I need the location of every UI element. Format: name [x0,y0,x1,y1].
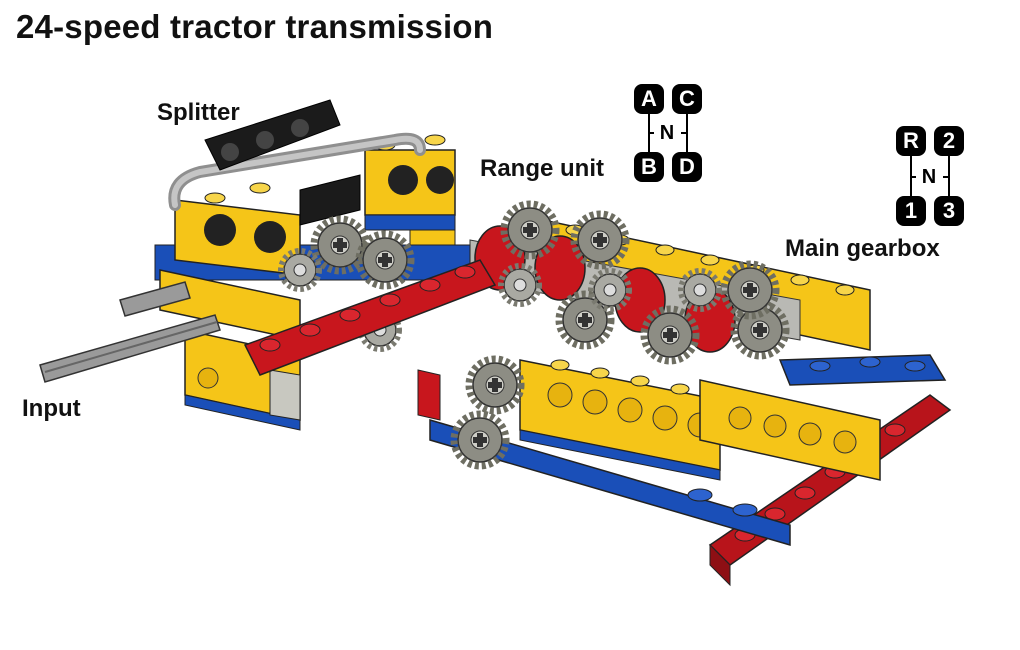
input-label: Input [22,395,81,422]
main-key-3: 3 [934,196,964,226]
range-line-left-n [648,132,654,134]
range-key-a: A [634,84,664,114]
blue-beam-front [429,419,791,546]
red-connector [417,369,441,421]
main-shift-pattern: R 2 N 1 3 [896,126,966,226]
gear-shaft [469,204,801,361]
range-key-d: D [672,152,702,182]
main-key-2: 2 [934,126,964,156]
range-neutral: N [659,122,675,144]
yellow-beam-inner [699,379,881,481]
page-title: 24-speed tractor transmission [16,8,494,45]
range-shift-pattern: A C N B D [634,84,704,184]
range-line-right-n [681,132,687,134]
range-key-b: B [634,152,664,182]
main-line-right [948,156,950,196]
main-neutral: N [921,166,937,188]
red-beam-splitter [243,259,497,376]
main-key-r: R [896,126,926,156]
blue-beam-right [778,354,947,386]
range-unit-label: Range unit [480,155,604,182]
main-key-1: 1 [896,196,926,226]
main-line-left-n [910,176,916,178]
splitter-housing [154,99,471,431]
range-line-right [686,114,688,152]
splitter-label: Splitter [157,99,240,126]
input-axle [39,281,221,383]
main-gearbox-label: Main gearbox [785,235,940,262]
main-line-right-n [943,176,949,178]
yellow-beam-front [519,359,721,481]
range-key-c: C [672,84,702,114]
